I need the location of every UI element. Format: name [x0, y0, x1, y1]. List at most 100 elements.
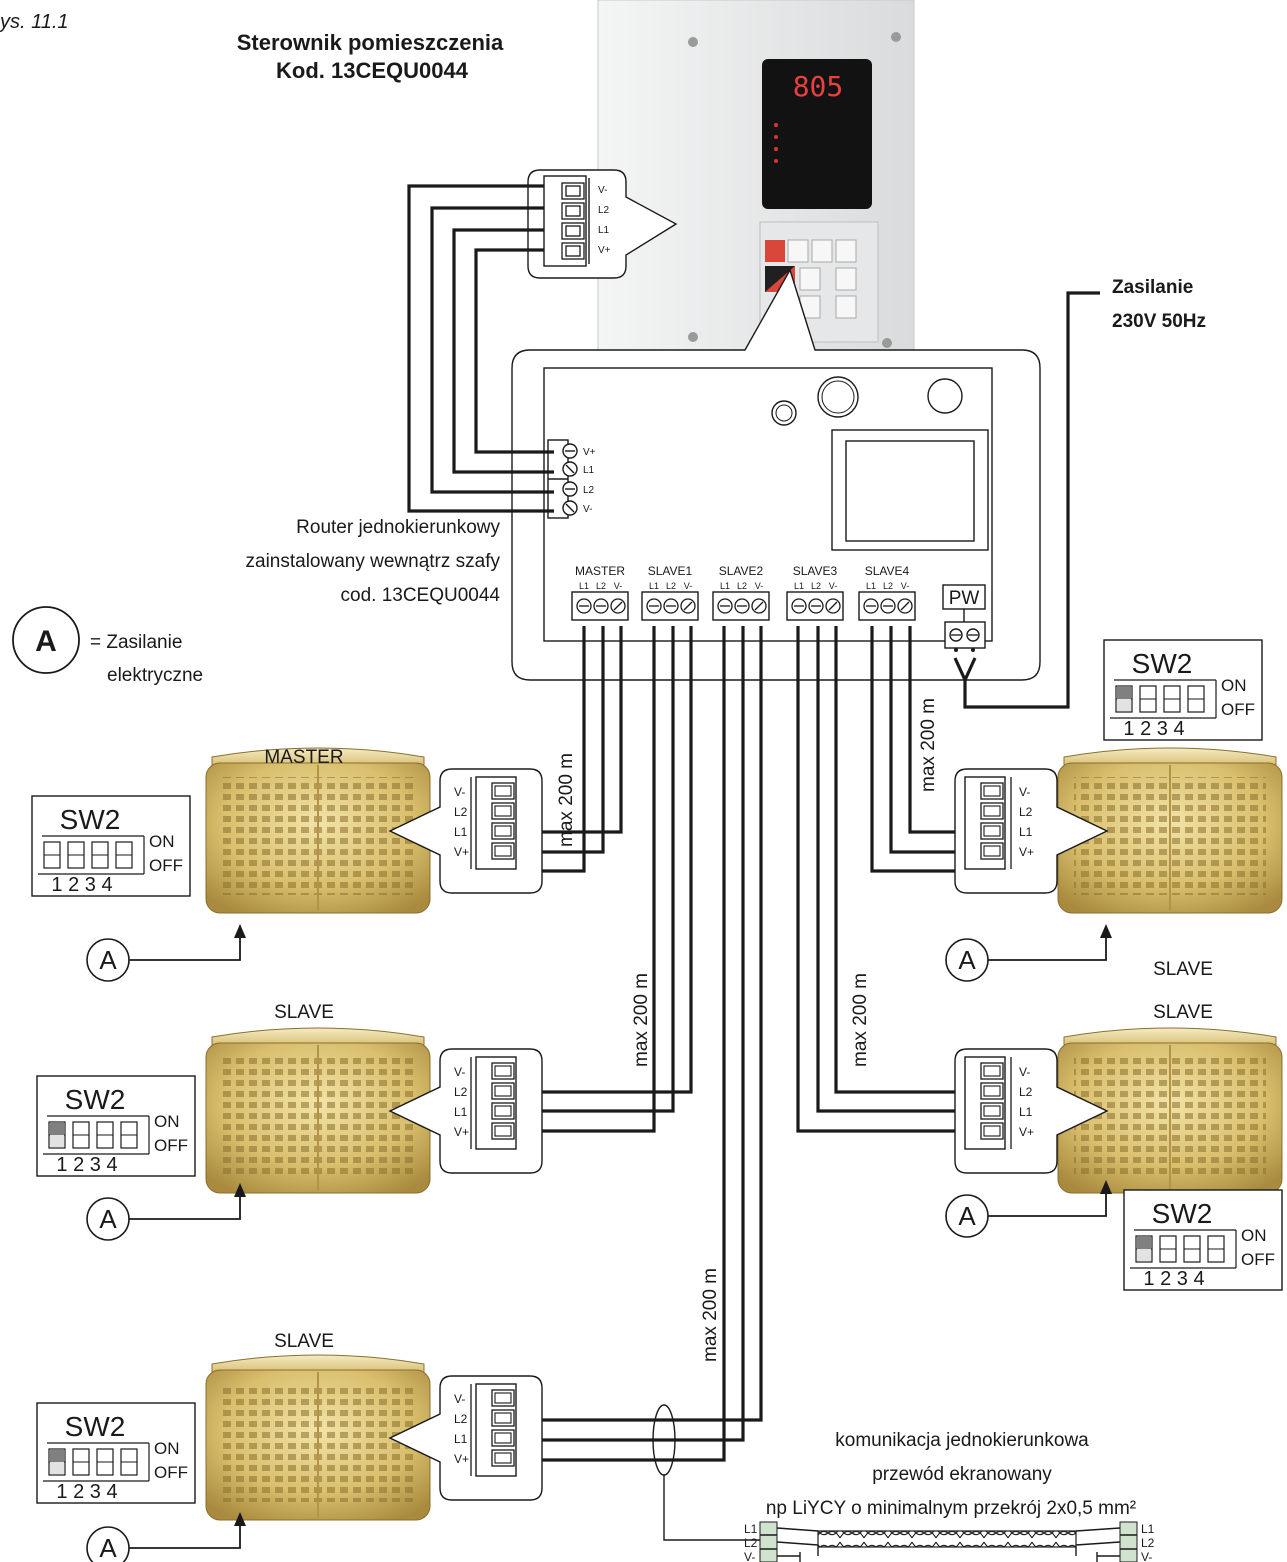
- dip-switch-on-indicator: [1117, 687, 1131, 699]
- router-port-pin-label: V-: [614, 581, 623, 591]
- router-port-pin-label: V-: [829, 581, 838, 591]
- cable-pin-label: V-: [744, 1550, 755, 1562]
- router-port-pin-label: L1: [579, 581, 589, 591]
- terminal-pin-label: V+: [454, 1452, 469, 1466]
- sw2-title: SW2: [1132, 648, 1193, 679]
- router-input-terminal: V+ L1 L2 V-: [547, 439, 596, 519]
- sw2-off-label: OFF: [149, 856, 183, 875]
- sw2-numbers: 1 2 3 4: [1143, 1268, 1204, 1290]
- power-wire: [953, 291, 1100, 709]
- terminal-pin-label: L2: [454, 1085, 468, 1099]
- evaporative-cooler-icon: [205, 747, 431, 914]
- power-symbol-letter: A: [958, 945, 976, 975]
- power-symbol-letter: A: [99, 1533, 117, 1562]
- arrow-up-icon: [234, 1512, 246, 1526]
- unit-label: SLAVE: [274, 1331, 334, 1352]
- cable-pin-label: L1: [1141, 1522, 1155, 1536]
- terminal-pin-label: V+: [1019, 1125, 1034, 1139]
- router-port-pin-label: L2: [666, 581, 676, 591]
- sw2-title: SW2: [65, 1084, 126, 1115]
- cable-pin-label: L2: [1141, 1536, 1155, 1550]
- power-feed: A: [86, 1183, 246, 1241]
- router-port-pin-label: L2: [596, 581, 606, 591]
- unit-label: SLAVE: [1153, 959, 1213, 980]
- terminal-pin-label: L2: [598, 205, 610, 216]
- pw-label: PW: [949, 588, 980, 609]
- router-pin-label: L1: [583, 465, 595, 476]
- bus-wiring: [530, 626, 967, 1462]
- terminal-pin-label: L2: [454, 1412, 468, 1426]
- terminal-pin-label: V-: [1019, 1065, 1030, 1079]
- terminal-pin-label: L1: [1019, 1105, 1033, 1119]
- router-port-label: MASTER: [575, 564, 625, 578]
- router-caption: cod. 13CEQU0044: [341, 585, 501, 606]
- terminal-pin-label: V+: [454, 1125, 469, 1139]
- router-port-label: SLAVE1: [648, 564, 693, 578]
- sw2-off-label: OFF: [1221, 700, 1255, 719]
- terminal-pin-label: L2: [1019, 805, 1033, 819]
- power-symbol-icon: [12, 606, 80, 674]
- wire-l2: [430, 206, 554, 494]
- terminal-pin-label: L1: [454, 1105, 468, 1119]
- sw2-off-label: OFF: [154, 1136, 188, 1155]
- screw-icon: [688, 37, 698, 47]
- cable-length-label: max 200 m: [850, 973, 871, 1067]
- power-symbol-letter: A: [99, 1204, 117, 1234]
- legend-symbol: A: [35, 625, 57, 658]
- controller-display-value: 805: [793, 70, 844, 103]
- legend-text: elektryczne: [107, 665, 203, 686]
- cable-note: np LiYCY o minimalnym przekrój 2x0,5 mm²: [766, 1498, 1136, 1519]
- power-symbol-letter: A: [99, 945, 117, 975]
- sw2-off-label: OFF: [154, 1463, 188, 1482]
- sw2-on-label: ON: [1221, 676, 1247, 695]
- terminal-pin-label: V-: [454, 1065, 465, 1079]
- board-component: [927, 378, 963, 414]
- unit-label: SLAVE: [1153, 1002, 1213, 1023]
- terminal-pin-label: V+: [454, 845, 469, 859]
- terminal-pin-label: L1: [454, 825, 468, 839]
- cable-length-label: max 200 m: [918, 698, 939, 792]
- terminal-pin-label: L1: [1019, 825, 1033, 839]
- terminal-pin-label: V-: [598, 185, 607, 196]
- controller-display: [762, 59, 872, 209]
- sw2-off-label: OFF: [1241, 1250, 1275, 1269]
- sw2-on-label: ON: [1241, 1226, 1267, 1245]
- unit-label: SLAVE: [274, 1002, 334, 1023]
- evaporative-cooler-icon: [1057, 747, 1283, 914]
- terminal-pin-label: L2: [454, 805, 468, 819]
- legend-text: = Zasilanie: [90, 632, 182, 653]
- sw2-on-label: ON: [149, 832, 175, 851]
- arrow-up-icon: [1100, 1180, 1112, 1194]
- terminal-pin-label: V+: [1019, 845, 1034, 859]
- power-label: Zasilanie: [1112, 277, 1193, 298]
- cable-pin-label: L2: [744, 1536, 758, 1550]
- router-caption: Router jednokierunkowy: [296, 517, 500, 538]
- terminal-pin-label: V-: [1019, 785, 1030, 799]
- unit-label: MASTER: [264, 747, 343, 768]
- shielded-cable-detail: L1 L2 V- L1 L2 V-: [744, 1521, 1155, 1562]
- power-symbol-letter: A: [958, 1201, 976, 1231]
- router-pin-label: L2: [583, 485, 595, 496]
- router-caption: zainstalowany wewnątrz szafy: [246, 551, 501, 572]
- arrow-up-icon: [234, 924, 246, 938]
- evaporative-cooler-icon: [1057, 1027, 1283, 1194]
- power-feed: A: [86, 1512, 246, 1562]
